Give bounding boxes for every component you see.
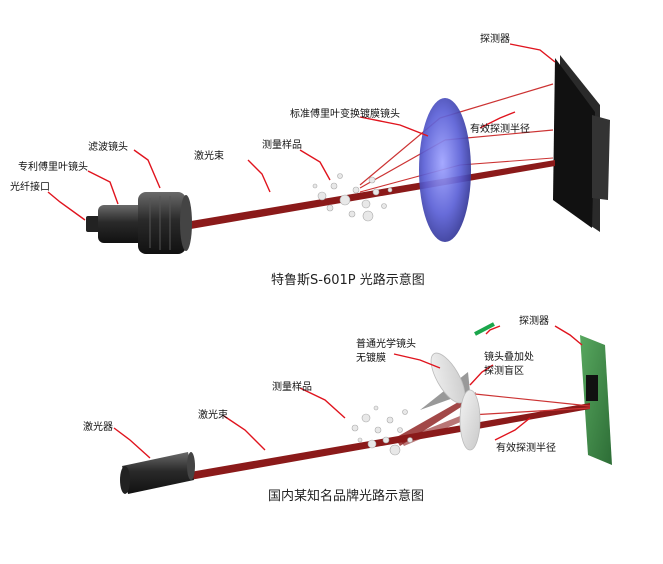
bottom-label-sample: 测量样品 (272, 380, 312, 393)
top-label-radius: 有效探测半径 (470, 122, 530, 135)
bottom-label-radius: 有效探测半径 (496, 441, 556, 454)
bottom-label-optical-lens-2: 无镀膜 (356, 351, 386, 364)
top-label-fourier-lens: 标准傅里叶变换镀膜镜头 (290, 107, 400, 120)
bottom-label-optical-lens-1: 普通光学镜头 (356, 337, 416, 350)
bottom-clear-lens-2 (459, 389, 481, 451)
top-label-sample: 测量样品 (262, 138, 302, 151)
top-sample-particles (312, 173, 393, 222)
bottom-label-laser: 激光器 (83, 420, 113, 433)
top-label-patent-lens: 专利傅里叶镜头 (18, 160, 88, 173)
top-label-detector: 探测器 (480, 32, 510, 45)
top-label-fiber-port: 光纤接口 (10, 180, 50, 193)
bottom-caption: 国内某知名品牌光路示意图 (268, 488, 424, 504)
bottom-blind-zone-bar (474, 322, 495, 336)
bottom-sample-particles (351, 405, 413, 456)
bottom-laser-beam (190, 372, 591, 480)
top-fourier-lens (419, 98, 471, 242)
bottom-callouts (113, 325, 583, 459)
top-caption: 特鲁斯S-601P 光路示意图 (271, 272, 425, 288)
bottom-label-detector: 探测器 (519, 314, 549, 327)
bottom-diagram: 激光器 激光束 测量样品 普通光学镜头 无镀膜 探测器 镜头叠加处 探测盲区 有… (83, 314, 612, 504)
bottom-label-blind-1: 镜头叠加处 (484, 350, 534, 363)
bottom-label-blind-2: 探测盲区 (484, 364, 524, 377)
top-laser-head (86, 192, 192, 254)
top-laser-beam (185, 83, 555, 230)
top-label-filter-lens: 滤波镜头 (88, 140, 128, 153)
top-callouts (47, 43, 556, 221)
bottom-detector (580, 335, 612, 465)
top-label-laser-beam: 激光束 (194, 149, 224, 162)
top-detector (553, 55, 610, 232)
top-diagram: 光纤接口 专利傅里叶镜头 滤波镜头 激光束 测量样品 标准傅里叶变换镀膜镜头 探… (10, 32, 610, 288)
bottom-laser-body (120, 452, 195, 494)
bottom-label-laser-beam: 激光束 (198, 408, 228, 421)
